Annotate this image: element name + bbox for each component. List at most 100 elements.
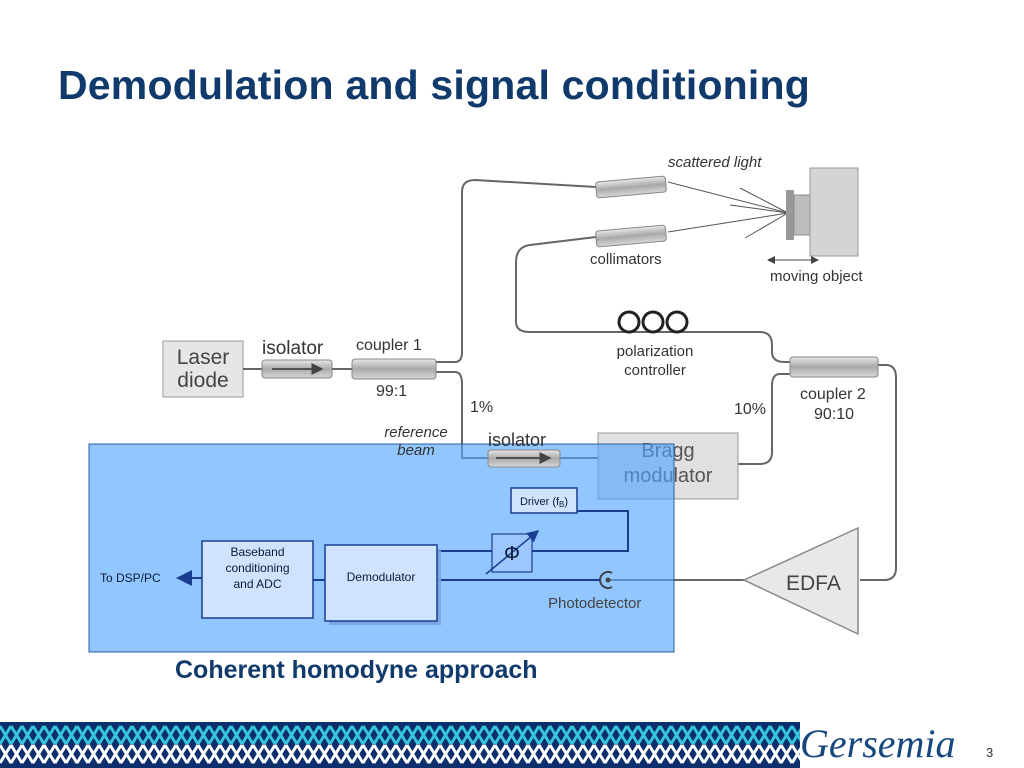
coupler-2-label: coupler 2: [800, 386, 866, 403]
knot-segment: [284, 725, 310, 745]
knot-segment: [548, 725, 574, 745]
knot-segment: [702, 744, 728, 764]
reference-beam-label: reference beam: [384, 424, 448, 459]
laser-diode-label: Laser diode: [176, 346, 230, 392]
baseband-label: Baseband conditioning and ADC: [225, 545, 290, 591]
knot-segment: [680, 725, 706, 745]
knot-segment: [746, 744, 772, 764]
isolator-2: isolator: [487, 430, 561, 468]
driver-block: Driver (fB): [510, 487, 578, 514]
coupler-2-ratio: 90:10: [814, 406, 854, 423]
knot-segment: [196, 725, 222, 745]
knot-segment: [570, 744, 596, 764]
knot-segment: [218, 744, 244, 764]
knot-segment: [724, 725, 750, 745]
photodetector-label: Photodetector: [548, 595, 641, 612]
knot-segment: [482, 744, 508, 764]
demodulator-label: Demodulator: [347, 570, 416, 584]
knot-segment: [152, 725, 178, 745]
signal-lines: [176, 510, 629, 586]
knot-segment: [306, 744, 332, 764]
knot-segment: [790, 725, 800, 745]
knot-segment: [86, 744, 112, 764]
phase-shifter: Φ: [485, 530, 540, 575]
knot-segment: [394, 744, 420, 764]
collimators-label: collimators: [590, 251, 662, 268]
isolator-1-label: isolator: [262, 338, 324, 359]
knot-segment: [174, 744, 200, 764]
knot-segment: [350, 744, 376, 764]
driver-label: Driver (fB): [520, 496, 568, 509]
knot-segment: [416, 744, 442, 764]
knot-segment: [130, 725, 156, 745]
knot-segment: [64, 725, 90, 745]
knot-segment: [526, 725, 552, 745]
phase-symbol: Φ: [504, 543, 520, 565]
scattered-light-rays: [667, 181, 789, 239]
knot-segment: [42, 744, 68, 764]
baseband-block: Baseband conditioning and ADC: [201, 540, 314, 619]
edfa-label: EDFA: [786, 572, 841, 595]
moving-object: moving object: [767, 167, 863, 285]
knot-segment: [0, 744, 24, 764]
knot-segment: [328, 725, 354, 745]
knot-segment: [702, 725, 728, 745]
isolator-1: isolator: [243, 338, 352, 379]
knot-segment: [768, 744, 794, 764]
polarization-controller-label: polarization controller: [616, 343, 694, 379]
split-1-percent: 1%: [470, 399, 493, 416]
knot-segment: [636, 744, 662, 764]
knot-segment: [262, 725, 288, 745]
knot-segment: [262, 744, 288, 764]
knot-segment: [438, 744, 464, 764]
knot-segment: [658, 725, 684, 745]
knot-segment: [526, 744, 552, 764]
knot-segment: [0, 725, 24, 745]
knot-segment: [284, 744, 310, 764]
knot-border-decoration: [0, 722, 800, 768]
coupler-1-ratio: 99:1: [376, 383, 407, 400]
knot-segment: [614, 744, 640, 764]
knot-segment: [592, 725, 618, 745]
coupler-1-label: coupler 1: [356, 337, 422, 354]
knot-segment: [460, 744, 486, 764]
knot-segment: [482, 725, 508, 745]
knot-segment: [130, 744, 156, 764]
knot-segment: [240, 744, 266, 764]
knot-segment: [372, 725, 398, 745]
brand-logo: Gersemia: [800, 721, 956, 766]
knot-segment: [20, 725, 46, 745]
knot-segment: [108, 744, 134, 764]
knot-segment: [240, 725, 266, 745]
knot-segment: [548, 744, 574, 764]
knot-segment: [394, 725, 420, 745]
knot-segment: [570, 725, 596, 745]
knot-segment: [768, 725, 794, 745]
laser-diode: Laser diode: [162, 340, 244, 398]
page-number: 3: [986, 745, 994, 760]
knot-segment: [438, 725, 464, 745]
coupler-2: coupler 2 90:10: [789, 356, 879, 423]
to-dsp-label: To DSP/PC: [100, 571, 161, 585]
knot-segment: [174, 725, 200, 745]
knot-segment: [350, 725, 376, 745]
knot-segment: [592, 744, 618, 764]
scattered-light-label: scattered light: [668, 154, 762, 171]
knot-segment: [42, 725, 68, 745]
knot-segment: [108, 725, 134, 745]
knot-segment: [328, 744, 354, 764]
knot-segment: [416, 725, 442, 745]
knot-segment: [504, 744, 530, 764]
knot-segment: [20, 744, 46, 764]
knot-segment: [790, 744, 800, 764]
knot-segment: [658, 744, 684, 764]
knot-segment: [218, 725, 244, 745]
knot-segment: [460, 725, 486, 745]
knot-segment: [680, 744, 706, 764]
polarization-controller: polarization controller: [616, 310, 694, 379]
edfa-amplifier: EDFA: [742, 526, 859, 636]
moving-object-label: moving object: [770, 268, 863, 285]
slide-caption: Coherent homodyne approach: [175, 656, 538, 684]
knot-segment: [504, 725, 530, 745]
